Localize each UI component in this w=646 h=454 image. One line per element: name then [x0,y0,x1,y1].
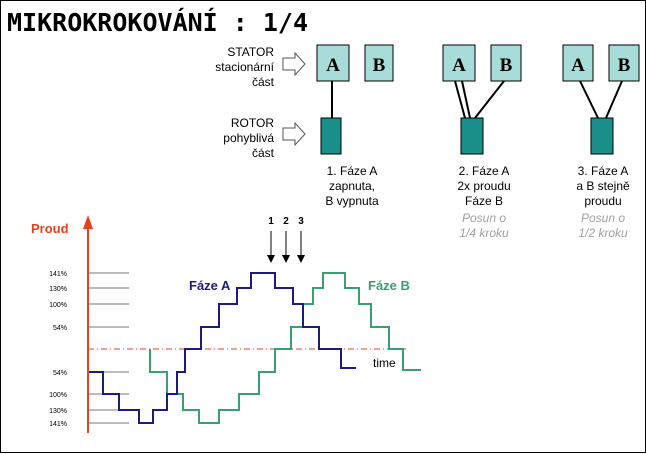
case-2-line1: 2. Fáze A [459,164,510,178]
case-3-link-a [579,80,599,119]
page-title: MIKROKROKOVÁNÍ : 1/4 [7,8,308,37]
graph-tick-labels: 141% 130% 100% 54% 54% 100% 130% 141% [49,271,67,428]
tick-label: 141% [49,271,67,278]
case-1-coil-b [364,44,394,82]
rotor-label: ROTOR pohyblivá část [223,116,274,160]
case-3-coil-b [608,44,640,82]
graph-ticks [88,272,129,424]
tick-label: 54% [53,325,67,332]
tick-label: 100% [49,392,67,399]
case-3: A B 3. Fáze A a B stejně proudu Posun o … [562,44,640,240]
case-3-shift2: 1/2 kroku [578,226,628,240]
stator-line3: část [252,75,275,89]
case-1-line2: zapnuta, [329,179,375,193]
tick-label: 130% [49,408,67,415]
case-2-link-a2 [461,80,471,119]
tick-label: 141% [49,421,67,428]
case-1: A B 1. Fáze A zapnuta, B vypnuta [316,44,394,208]
case-3-coil-a [562,44,594,82]
case-3-coil-b-label: B [618,55,631,76]
case-2-coil-b [490,44,522,82]
rotor-arrow-icon [282,121,306,147]
case-2-line2: 2x proudu [457,179,510,193]
case-3-line1: 3. Fáze A [578,164,629,178]
rotor-line3: část [252,146,275,160]
case-2-coil-a [442,44,476,82]
case-2: A B 2. Fáze A 2x proudu Fáze B Posun o 1… [442,44,522,240]
case-2-shift1: Posun o [462,211,506,225]
case-2-link-a1 [454,80,466,119]
marker-label: 2 [283,216,289,227]
case-1-coil-a-label: A [326,55,340,76]
graph-y-axis-arrow-icon [83,215,93,229]
case-3-rotor [590,117,614,155]
case-3-line2: a B stejně [576,179,630,193]
tick-label: 54% [53,370,67,377]
step-markers: 1 2 3 [267,216,305,263]
case-3-shift1: Posun o [581,211,625,225]
case-2-link-b [474,80,505,119]
case-1-coil-b-label: B [373,55,386,76]
case-3-link-b [605,80,623,119]
rotor-line2: pohyblivá [223,131,274,145]
stator-line1: STATOR [227,45,274,59]
case-2-coil-b-label: B [500,55,513,76]
tick-label: 130% [49,286,67,293]
phase-a-waveform [89,272,356,424]
case-2-shift2: 1/4 kroku [459,226,509,240]
tick-label: 100% [49,302,67,309]
rotor-line1: ROTOR [231,116,274,130]
graph-x-label: time [373,356,396,370]
case-1-line1: 1. Fáze A [327,164,378,178]
case-2-rotor [460,117,484,155]
case-3-coil-a-label: A [571,55,585,76]
phase-a-label: Fáze A [189,278,231,293]
phase-b-waveform [149,272,421,424]
case-2-line3: Fáze B [465,194,503,208]
stator-line2: stacionární [215,60,274,74]
case-1-rotor [320,117,342,155]
case-1-coil-a [316,44,350,82]
marker-label: 3 [298,216,304,227]
marker-label: 1 [268,216,274,227]
phase-b-label: Fáze B [368,278,410,293]
graph-y-label: Proud [31,221,69,236]
case-1-line3: B vypnuta [325,194,379,208]
stator-label: STATOR stacionární část [215,45,274,89]
case-3-line3: proudu [584,194,621,208]
case-2-coil-a-label: A [452,55,466,76]
stator-arrow-icon [282,51,306,77]
